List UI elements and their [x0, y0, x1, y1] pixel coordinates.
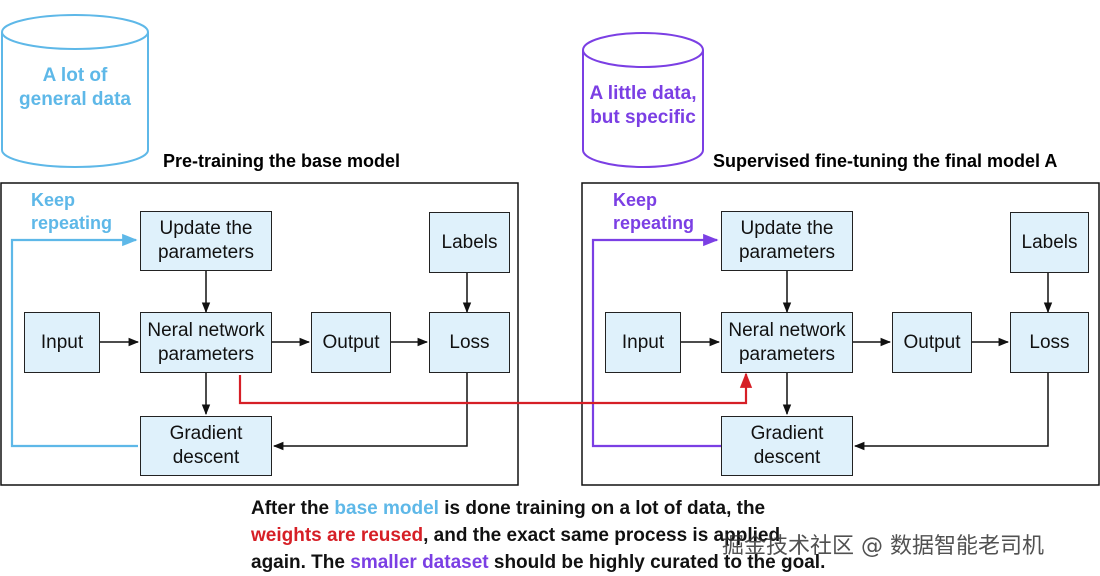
- left-output-box: Output: [311, 312, 391, 373]
- right-database-label: A little data, but specific: [589, 83, 697, 128]
- caption-text-1: After the: [251, 498, 335, 519]
- right-loss-box: Loss: [1010, 312, 1089, 373]
- caption-base-model: base model: [334, 498, 439, 519]
- left-keep-repeating-label: Keep repeating: [31, 190, 113, 233]
- caption-text-4: again. The: [251, 552, 351, 573]
- right-database-cylinder: [582, 32, 704, 168]
- left-neural-network-box: Neral network parameters: [140, 312, 272, 373]
- left-panel-frame: [0, 182, 519, 486]
- left-panel-title: Pre-training the base model: [163, 151, 401, 171]
- right-arrows: [681, 271, 1053, 451]
- left-labels-box: Labels: [429, 212, 510, 273]
- left-database-cylinder: [1, 14, 149, 168]
- left-update-parameters-box: Update the parameters: [140, 211, 272, 271]
- watermark-text: 掘金技术社区 @ 数据智能老司机: [722, 534, 1044, 559]
- left-arrows: [100, 271, 472, 451]
- left-database-label: A lot of general data: [19, 65, 131, 110]
- right-keep-repeating-label: Keep repeating: [613, 190, 695, 233]
- right-repeat-loop-arrow: [591, 233, 721, 448]
- left-input-box: Input: [24, 312, 100, 373]
- right-panel-title: Supervised fine-tuning the final model A: [713, 151, 1058, 171]
- right-output-box: Output: [892, 312, 972, 373]
- right-panel-frame: [581, 182, 1100, 486]
- right-labels-box: Labels: [1010, 212, 1089, 273]
- caption-text-2: is done training on a lot of data, the: [438, 498, 766, 519]
- caption-weights-reused: weights are reused: [251, 525, 424, 546]
- left-gradient-descent-box: Gradient descent: [140, 416, 272, 476]
- right-input-box: Input: [605, 312, 681, 373]
- left-repeat-loop-arrow: [10, 233, 138, 448]
- right-update-parameters-box: Update the parameters: [721, 211, 853, 271]
- caption-smaller-dataset: smaller dataset: [350, 552, 489, 573]
- figure-caption: After the base model is done training on…: [251, 495, 971, 576]
- right-neural-network-box: Neral network parameters: [721, 312, 853, 373]
- caption-text-3: , and the exact same process is applied: [423, 525, 781, 546]
- right-gradient-descent-box: Gradient descent: [721, 416, 853, 476]
- caption-text-5: should be highly curated to the goal.: [488, 552, 826, 573]
- left-loss-box: Loss: [429, 312, 510, 373]
- weights-transfer-arrow: [238, 372, 753, 405]
